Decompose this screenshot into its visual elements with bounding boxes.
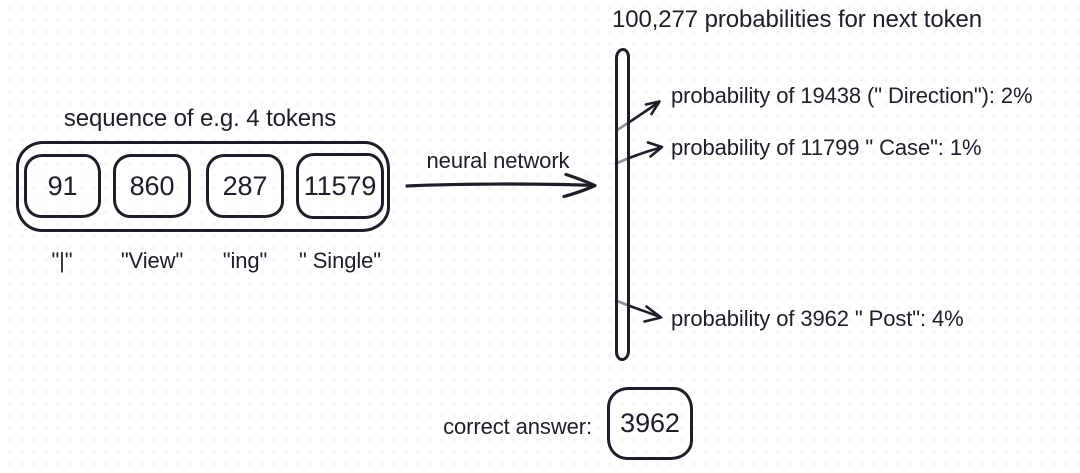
token-box-860: 860 xyxy=(113,154,191,218)
neural-network-arrow xyxy=(405,182,592,188)
probability-label-2: probability of 11799 " Case": 1% xyxy=(671,135,982,160)
token-box-287: 287 xyxy=(206,154,284,218)
token-text-label: "|" xyxy=(51,248,73,273)
token-id: 91 xyxy=(47,170,78,201)
token-id: 287 xyxy=(222,170,268,201)
token-text-label: " Single" xyxy=(299,248,381,273)
correct-answer-box: 3962 xyxy=(607,387,693,460)
token-sequence-container xyxy=(16,141,390,232)
probability-distribution-bar xyxy=(615,48,630,361)
token-box-91: 91 xyxy=(24,154,101,218)
token-text-label: "View" xyxy=(120,248,184,273)
sequence-title: sequence of e.g. 4 tokens xyxy=(63,105,337,132)
output-title: 100,277 probabilities for next token xyxy=(612,6,982,33)
neural-network-arrowhead-icon xyxy=(562,172,597,199)
prob-arrow-1-head-icon xyxy=(644,100,661,116)
probability-label-1: probability of 19438 (" Direction"): 2% xyxy=(671,83,1033,108)
token-id: 11579 xyxy=(303,170,377,201)
correct-answer-label: correct answer: xyxy=(443,414,592,439)
neural-network-label: neural network xyxy=(426,148,570,173)
prob-arrow-3-head-icon xyxy=(643,305,663,323)
probability-label-3: probability of 3962 " Post": 4% xyxy=(671,306,964,331)
prob-arrow-2-head-icon xyxy=(646,141,664,158)
token-text-label: "ing" xyxy=(222,248,268,273)
correct-answer-value: 3962 xyxy=(620,408,680,438)
token-id: 860 xyxy=(129,170,175,201)
token-box-11579: 11579 xyxy=(296,153,384,219)
